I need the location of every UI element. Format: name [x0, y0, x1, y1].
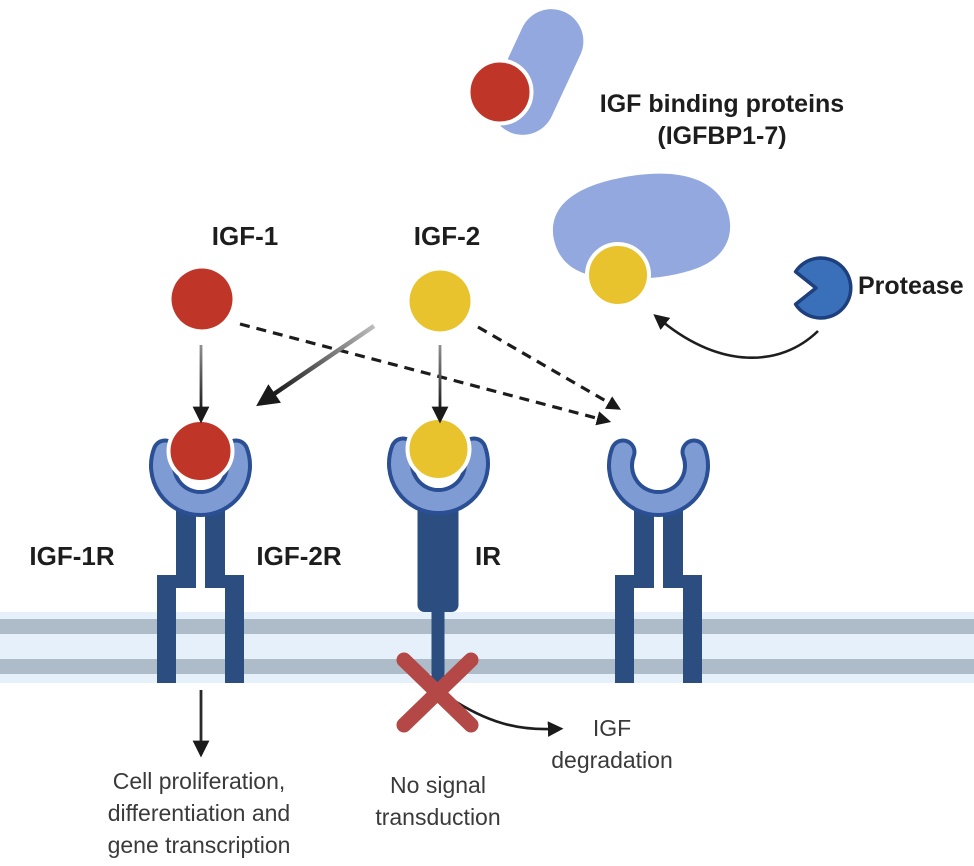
igfbp-label-line2: (IGFBP1-7): [657, 122, 787, 150]
outcome-line: No signal: [390, 772, 486, 798]
membrane-lipid-bottom: [0, 659, 974, 674]
receptor-stem: [205, 505, 244, 683]
degradation-line: IGF: [592, 715, 632, 741]
igfbp-complex-1: [466, 9, 584, 135]
protease-label: Protease: [858, 272, 964, 300]
igf2r-receptor: [387, 416, 490, 700]
degradation-line: degradation: [551, 747, 673, 773]
igf1r-receptor: [149, 418, 252, 683]
igf1r-outcome-text: Cell proliferation, differentiation and …: [108, 765, 291, 861]
receptor-stem: [615, 505, 654, 683]
bound-igf1-ligand-icon: [166, 418, 235, 484]
x-stroke: [396, 652, 479, 733]
igfbp-label-line1: IGF binding proteins: [599, 90, 845, 118]
dashed-arrow-igf1-to-ir: [239, 322, 612, 426]
igf2-ligand-icon: [409, 270, 471, 332]
curved-arrow-to-igf-degradation: [449, 696, 564, 737]
receptor-tail: [431, 600, 445, 700]
bound-igf2-ligand-icon: [405, 416, 472, 482]
igfbp-label: IGF binding proteins (IGFBP1-7): [600, 88, 844, 152]
curved-arrow-protease-to-igfbp: [653, 314, 819, 359]
receptor-cup: [153, 442, 248, 513]
arrow-igf2-to-igf1r: [256, 324, 376, 407]
igfbp-complex-2: [553, 173, 731, 308]
outcome-line: Cell proliferation,: [112, 768, 286, 794]
igf2-ligand-icon: [585, 242, 651, 308]
igf2-label: IGF-2: [413, 221, 481, 251]
igf1-ligand-icon: [171, 268, 233, 330]
protease-icon: [793, 256, 853, 320]
outcome-line: gene transcription: [107, 832, 291, 858]
receptor-cup: [611, 442, 706, 513]
arrows: [192, 314, 819, 758]
ir-label: IR: [475, 541, 501, 571]
receptor-stem: [663, 505, 702, 683]
membrane-lipid-top: [0, 619, 974, 634]
igf1-label: IGF-1: [211, 221, 279, 251]
dashed-arrow-igf2-to-ir: [477, 325, 621, 410]
ir-receptor: [607, 438, 710, 683]
plasma-membrane: [0, 612, 974, 683]
igf1-ligand-icon: [466, 58, 534, 126]
igf2r-outcome-text: No signal transduction: [375, 769, 500, 833]
outcome-line: transduction: [375, 804, 501, 830]
igf2r-label: IGF-2R: [256, 541, 342, 571]
igf1r-label: IGF-1R: [29, 541, 115, 571]
blocked-signal-x-icon: [396, 652, 479, 733]
receptor-stem: [157, 505, 196, 683]
receptor-stem: [417, 500, 459, 612]
igf-degradation-text: IGF degradation: [551, 712, 673, 776]
outcome-line: differentiation and: [107, 800, 291, 826]
receptor-cup: [391, 440, 486, 511]
